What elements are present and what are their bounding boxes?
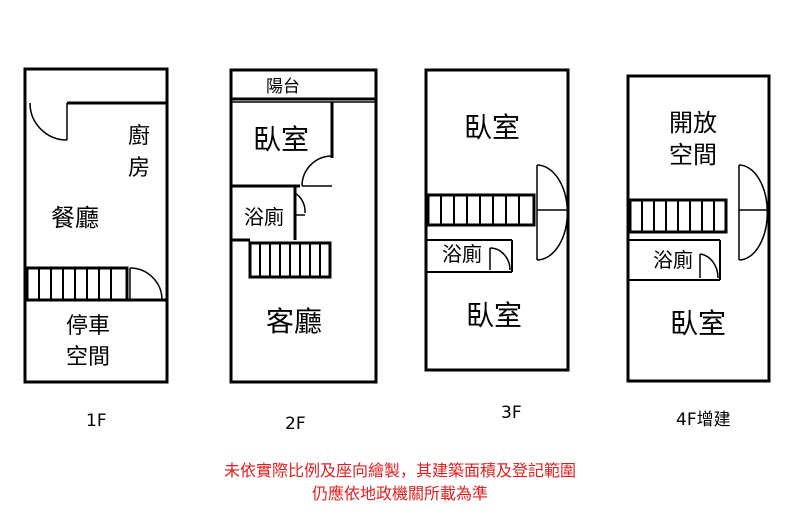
room-dining: 餐廳 — [51, 204, 99, 232]
floor-plan-diagram: 廚 房 餐廳 停車 空間 陽台 臥室 浴廁 客廳 — [23, 67, 771, 384]
room-bath: 浴廁 — [442, 242, 482, 266]
floor-1f-door-arc — [29, 102, 68, 141]
room-open-space: 空間 — [669, 141, 717, 169]
room-parking: 空間 — [66, 345, 110, 370]
disclaimer-line-1: 未依實際比例及座向繪製，其建築面積及登記範圍 — [223, 461, 576, 480]
floor-4f-stair-steps — [641, 200, 715, 232]
floor-2f-door-arc — [301, 155, 333, 187]
floor-label-4f: 4F增建 — [676, 410, 731, 430]
floor-4f-door-arc — [699, 253, 719, 279]
floor-1f-stair-steps — [38, 268, 112, 300]
floor-3f-plan: 臥室 浴廁 臥室 — [424, 68, 570, 372]
disclaimer-line-2: 仍應依地政機關所載為準 — [311, 484, 488, 503]
room-parking: 停車 — [66, 314, 110, 339]
floor-3f-stair-steps — [440, 195, 520, 225]
floor-2f-outline — [229, 68, 378, 384]
room-open-space: 開放 — [669, 109, 717, 137]
room-bedroom: 臥室 — [464, 111, 520, 144]
floor-1f-stairs — [25, 266, 129, 302]
room-bath: 浴廁 — [244, 205, 284, 229]
floor-1f-outline — [23, 67, 169, 384]
floor-4f-plan: 開放 空間 浴廁 臥室 — [626, 74, 771, 383]
room-bedroom: 臥室 — [670, 307, 726, 340]
floor-2f-plan: 陽台 臥室 浴廁 客廳 — [229, 68, 378, 384]
floor-label-1f: 1F — [86, 411, 107, 431]
room-living: 客廳 — [266, 305, 322, 338]
floor-4f-door-arc — [738, 164, 769, 261]
floor-3f-door-arc — [489, 247, 511, 271]
room-kitchen: 房 — [128, 156, 150, 181]
room-kitchen: 廚 — [128, 124, 150, 149]
room-balcony: 陽台 — [266, 77, 300, 97]
floor-label-2f: 2F — [285, 414, 306, 434]
room-bedroom: 臥室 — [466, 299, 522, 332]
floor-1f-plan: 廚 房 餐廳 停車 空間 — [23, 67, 169, 384]
floor-3f-outline — [424, 68, 570, 372]
floor-1f-door-arc — [129, 267, 163, 301]
floor-4f-outline — [626, 74, 771, 383]
floor-label-3f: 3F — [501, 403, 522, 423]
floor-2f-door-arc — [294, 192, 306, 214]
room-bath: 浴廁 — [653, 248, 693, 272]
room-bedroom: 臥室 — [253, 123, 309, 156]
floor-3f-door-arc — [536, 164, 569, 261]
floor-2f-stair-steps — [259, 243, 321, 277]
